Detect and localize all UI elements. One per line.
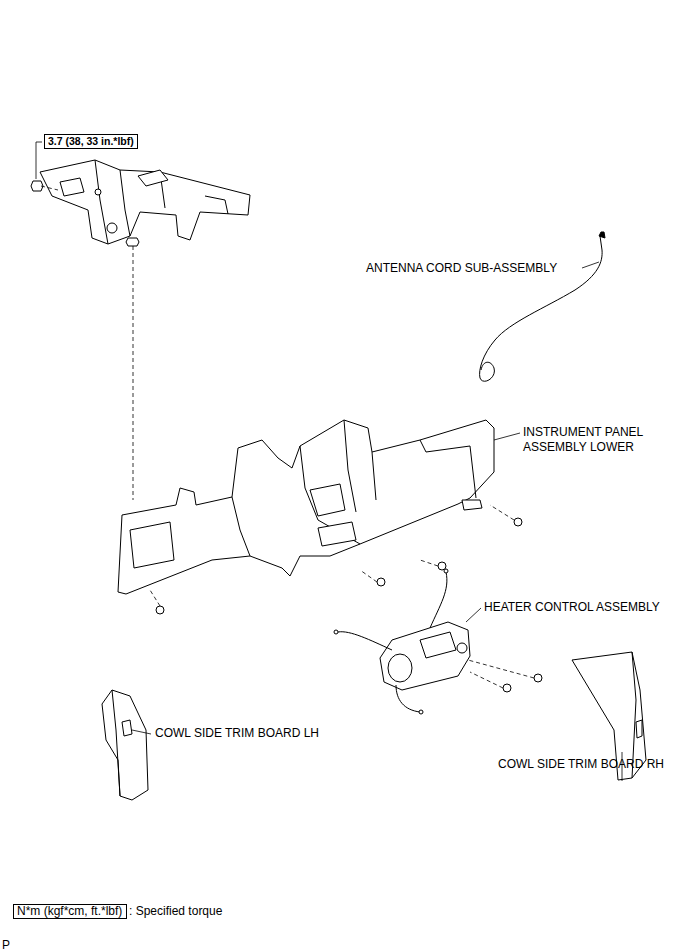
- torque-box: 3.7 (38, 33 in.*lbf): [44, 134, 138, 149]
- cowl-side-trim-lh: [102, 690, 148, 800]
- legend-entry: : Specified torque: [129, 904, 222, 919]
- box-text: N*m (kgf*cm, ft.*lbf): [17, 905, 123, 918]
- box-text: 3.7 (38, 33 in.*lbf): [48, 135, 134, 148]
- part-name: ANTENNA CORD SUB-ASSEMBLY: [366, 261, 557, 276]
- antenna-cord: [480, 232, 605, 381]
- leader-line: [36, 142, 622, 781]
- part-name: COWL SIDE TRIM BOARD LH: [155, 726, 319, 741]
- bolt: [31, 181, 139, 246]
- page-marker: P: [2, 938, 10, 952]
- legend-unit-box: N*m (kgf*cm, ft.*lbf): [13, 904, 127, 919]
- legend-text: : Specified torque: [129, 904, 222, 918]
- heater-control: [334, 569, 470, 714]
- part-name: COWL SIDE TRIM BOARD RH: [498, 757, 664, 772]
- panel-reinforcement: [40, 160, 250, 244]
- instrument-panel-lower: [118, 420, 494, 594]
- part-name: INSTRUMENT PANEL ASSEMBLY LOWER: [523, 425, 688, 455]
- part-name: HEATER CONTROL ASSEMBLY: [484, 600, 660, 615]
